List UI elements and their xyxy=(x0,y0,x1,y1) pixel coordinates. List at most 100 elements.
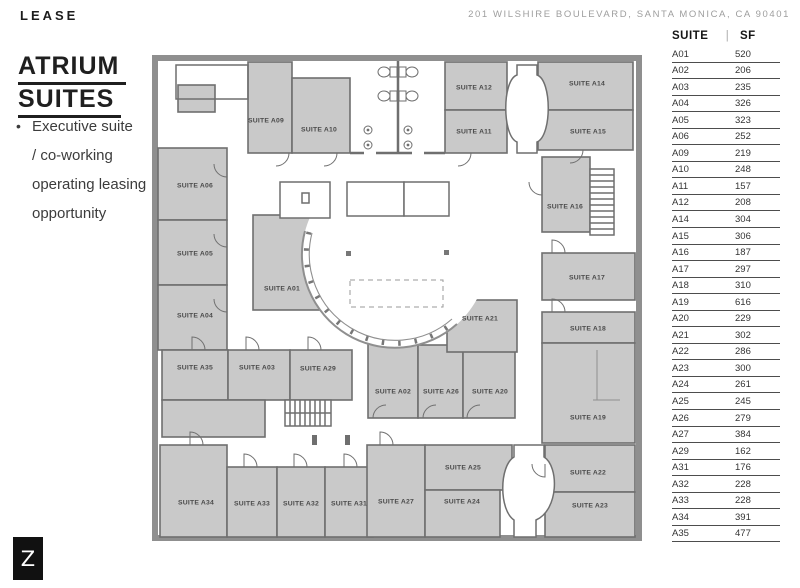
page-title: ATRIUM SUITES xyxy=(18,52,127,118)
suite-label-A35: SUITE A35 xyxy=(177,365,213,372)
cell-sf: 323 xyxy=(735,114,751,126)
cell-sf: 162 xyxy=(735,445,751,457)
cell-suite: A04 xyxy=(672,98,689,110)
table-row: A09 219 xyxy=(672,145,780,162)
bullet-list: • Executive suite / co-working operating… xyxy=(16,112,156,228)
suite-room-A25 xyxy=(424,444,513,491)
cell-suite: A14 xyxy=(672,214,689,226)
door-swing xyxy=(343,453,358,468)
suite-room-A20 xyxy=(462,349,516,419)
suite-room-A16 xyxy=(541,156,591,233)
sink-fixtures xyxy=(363,125,413,150)
door-swings xyxy=(189,149,584,478)
cell-suite: A33 xyxy=(672,495,689,507)
table-row: A29 162 xyxy=(672,443,780,460)
bullet-item: / co-working xyxy=(16,141,156,170)
door-swing xyxy=(213,298,228,313)
suite-label-A22: SUITE A22 xyxy=(570,470,606,477)
suite-label-A01: SUITE A01 xyxy=(264,286,300,293)
curved-corridor xyxy=(505,64,549,154)
cell-suite: A09 xyxy=(672,147,689,159)
suite-label-A31: SUITE A31 xyxy=(331,501,367,508)
door-swing xyxy=(372,404,387,419)
cell-sf: 384 xyxy=(735,429,751,441)
suite-label-A12: SUITE A12 xyxy=(456,85,492,92)
door-swing xyxy=(528,181,543,196)
suite-room-A22 xyxy=(544,444,636,493)
cell-suite: A24 xyxy=(672,379,689,391)
suite-room-A10 xyxy=(291,77,351,154)
cell-sf: 477 xyxy=(735,528,751,540)
cell-sf: 326 xyxy=(735,98,751,110)
table-row: A01 520 xyxy=(672,46,780,63)
suite-label-A10: SUITE A10 xyxy=(301,127,337,134)
suite-room-A05 xyxy=(157,219,228,286)
suite-room-A12 xyxy=(444,61,508,111)
door-swing xyxy=(551,239,566,254)
cell-sf: 229 xyxy=(735,313,751,325)
atrium-column xyxy=(444,250,449,255)
cell-suite: A01 xyxy=(672,48,689,60)
cell-suite: A12 xyxy=(672,197,689,209)
suite-label-A04: SUITE A04 xyxy=(177,313,213,320)
cell-suite: A11 xyxy=(672,180,689,192)
suite-label-A27: SUITE A27 xyxy=(378,499,414,506)
plan-detail-layer xyxy=(175,61,620,538)
suite-label-A19: SUITE A19 xyxy=(570,415,606,422)
cell-suite: A17 xyxy=(672,263,689,275)
suite-label-A18: SUITE A18 xyxy=(570,326,606,333)
cell-sf: 219 xyxy=(735,147,751,159)
suite-room-A19 xyxy=(541,342,636,444)
bullet-item: opportunity xyxy=(16,199,156,228)
suite-room-A35 xyxy=(161,349,229,401)
bullet-text-line: operating leasing xyxy=(32,176,147,193)
suite-room-A23 xyxy=(544,491,636,538)
suite-label-A32: SUITE A32 xyxy=(283,501,319,508)
suite-label-A09: SUITE A09 xyxy=(248,118,284,125)
door-swing xyxy=(213,163,228,178)
cell-suite: A05 xyxy=(672,114,689,126)
cell-suite: A03 xyxy=(672,81,689,93)
brand-logo: Z xyxy=(13,537,43,580)
cell-suite: A15 xyxy=(672,230,689,242)
door-swing xyxy=(191,336,206,351)
suite-label-A14: SUITE A14 xyxy=(569,81,605,88)
cell-suite: A02 xyxy=(672,65,689,77)
suite-label-A15: SUITE A15 xyxy=(570,129,606,136)
suite-room-A24 xyxy=(424,489,501,538)
brand-logo-letter: Z xyxy=(20,546,36,571)
cell-sf: 520 xyxy=(735,48,751,60)
cell-suite: A29 xyxy=(672,445,689,457)
cell-suite: A34 xyxy=(672,511,689,523)
suite-room-util-1 xyxy=(161,399,266,438)
wall-stub xyxy=(312,435,317,445)
suite-label-A06: SUITE A06 xyxy=(177,183,213,190)
column-header-sf: SF xyxy=(740,30,756,42)
suite-label-A26: SUITE A26 xyxy=(423,389,459,396)
door-swing xyxy=(245,336,260,351)
cell-suite: A31 xyxy=(672,462,689,474)
suite-label-A16: SUITE A16 xyxy=(547,204,583,211)
cell-suite: A19 xyxy=(672,296,689,308)
bullet-item: operating leasing xyxy=(16,170,156,199)
cell-suite: A20 xyxy=(672,313,689,325)
cell-sf: 157 xyxy=(735,180,751,192)
bullet-spacer xyxy=(16,141,32,170)
table-row: A05 323 xyxy=(672,112,780,129)
cell-sf: 245 xyxy=(735,396,751,408)
suite-label-A23: SUITE A23 xyxy=(572,503,608,510)
suite-room-A29 xyxy=(289,349,353,401)
door-swing xyxy=(457,152,472,167)
